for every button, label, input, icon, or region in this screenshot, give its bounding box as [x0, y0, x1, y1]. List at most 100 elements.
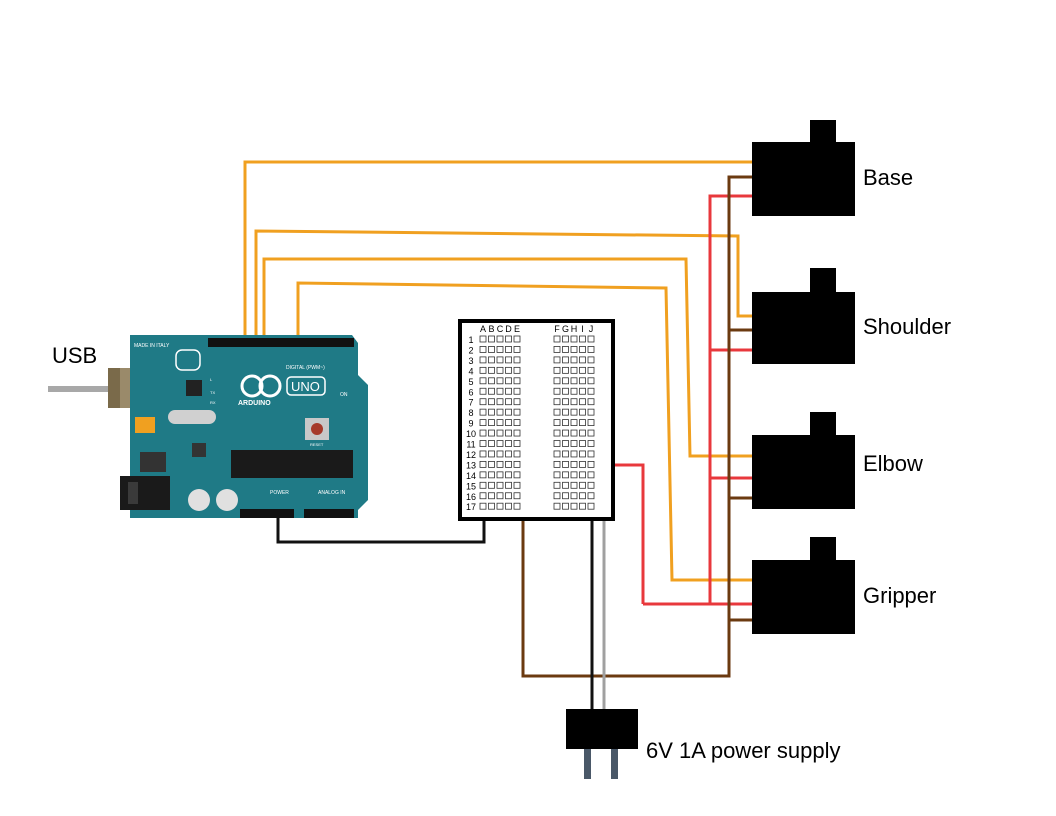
breadboard-hole [505, 471, 512, 479]
breadboard-hole [488, 492, 495, 500]
arduino-analog-label: ANALOG IN [318, 490, 346, 496]
power-supply [566, 709, 638, 779]
signal-wire-shoulder [254, 229, 752, 345]
breadboard-hole [513, 366, 521, 374]
breadboard-hole [587, 450, 595, 458]
breadboard-hole [570, 346, 578, 353]
breadboard-hole [513, 492, 521, 500]
breadboard-hole [587, 408, 595, 416]
arduino-rx-label: RX [210, 400, 216, 405]
breadboard-hole [570, 492, 578, 500]
breadboard-hole [505, 419, 512, 427]
breadboard-hole [479, 398, 487, 406]
breadboard-hole [587, 335, 595, 343]
breadboard-hole [587, 387, 595, 395]
arduino-digital-label: DIGITAL (PWM~) [286, 365, 325, 371]
servo-label-base: Base [863, 165, 914, 190]
breadboard-hole [488, 419, 495, 427]
breadboard-hole [488, 356, 495, 364]
breadboard-hole [479, 366, 487, 374]
breadboard-hole [505, 387, 512, 395]
breadboard-hole [553, 429, 561, 437]
breadboard-row-label: 13 [466, 460, 476, 470]
breadboard-hole [479, 429, 487, 437]
breadboard-column-label: J [589, 324, 594, 334]
breadboard-hole [513, 460, 521, 468]
breadboard-hole [570, 398, 578, 406]
arduino-logo-text: ARDUINO [238, 400, 271, 407]
breadboard-hole [553, 387, 561, 395]
breadboard-hole [570, 460, 578, 468]
breadboard-hole [579, 492, 586, 500]
breadboard-hole [587, 440, 595, 447]
breadboard-hole [479, 356, 487, 364]
breadboard-hole [513, 356, 521, 364]
breadboard-hole [505, 440, 512, 447]
breadboard-column-label: F [554, 324, 560, 334]
breadboard-hole [579, 502, 586, 510]
breadboard-hole [570, 429, 578, 437]
breadboard-hole [505, 481, 512, 489]
breadboard-column-label: C [497, 324, 504, 334]
breadboard-hole [496, 408, 504, 416]
breadboard-hole [513, 481, 521, 489]
breadboard-hole [479, 440, 487, 447]
breadboard-hole [579, 346, 586, 353]
breadboard-hole [587, 377, 595, 385]
breadboard-hole [553, 408, 561, 416]
breadboard-hole [496, 366, 504, 374]
breadboard-hole [496, 335, 504, 343]
breadboard-hole [579, 387, 586, 395]
breadboard-hole [505, 408, 512, 416]
breadboard-hole [488, 460, 495, 468]
breadboard-row-label: 4 [468, 366, 473, 376]
arduino-logo-icon [240, 374, 282, 398]
ground-wire-bus [521, 175, 752, 678]
breadboard-row-label: 3 [468, 356, 473, 366]
breadboard-hole [513, 398, 521, 406]
breadboard-hole [587, 398, 595, 406]
servo-gripper [752, 537, 855, 634]
breadboard-hole [505, 356, 512, 364]
breadboard-hole [562, 440, 569, 447]
breadboard-hole [579, 440, 586, 447]
breadboard-hole [579, 471, 586, 479]
breadboard-row-label: 6 [468, 387, 473, 397]
breadboard-row-label: 8 [468, 408, 473, 418]
breadboard-hole [562, 419, 569, 427]
breadboard-row-label: 7 [468, 398, 473, 408]
servo-label-gripper: Gripper [863, 583, 937, 608]
breadboard-hole [579, 398, 586, 406]
breadboard-hole [513, 471, 521, 479]
usb-label: USB [52, 343, 98, 368]
breadboard-hole [570, 408, 578, 416]
breadboard-hole [587, 471, 595, 479]
arduino-tx-label: TX [210, 390, 215, 395]
signal-wire-gripper [296, 281, 752, 582]
breadboard-hole [496, 502, 504, 510]
breadboard-hole [570, 440, 578, 447]
breadboard-row-label: 5 [468, 377, 473, 387]
breadboard-hole [587, 366, 595, 374]
breadboard-hole [513, 429, 521, 437]
breadboard-hole [553, 419, 561, 427]
breadboard-hole [570, 335, 578, 343]
breadboard-hole [479, 346, 487, 353]
breadboard-hole [579, 408, 586, 416]
breadboard-hole [562, 408, 569, 416]
breadboard-hole [513, 450, 521, 458]
breadboard-hole [562, 450, 569, 458]
breadboard-hole [488, 387, 495, 395]
breadboard-hole [513, 346, 521, 353]
breadboard-row-label: 16 [466, 492, 476, 502]
breadboard-column-label: A [480, 324, 486, 334]
servo-label-elbow: Elbow [863, 451, 923, 476]
breadboard-hole [562, 335, 569, 343]
breadboard-hole [587, 419, 595, 427]
arduino-reset-label: RESET [310, 442, 324, 447]
breadboard-hole [496, 377, 504, 385]
breadboard-hole [570, 471, 578, 479]
breadboard-hole [488, 450, 495, 458]
breadboard-hole [562, 429, 569, 437]
power-supply-label: 6V 1A power supply [646, 738, 841, 763]
